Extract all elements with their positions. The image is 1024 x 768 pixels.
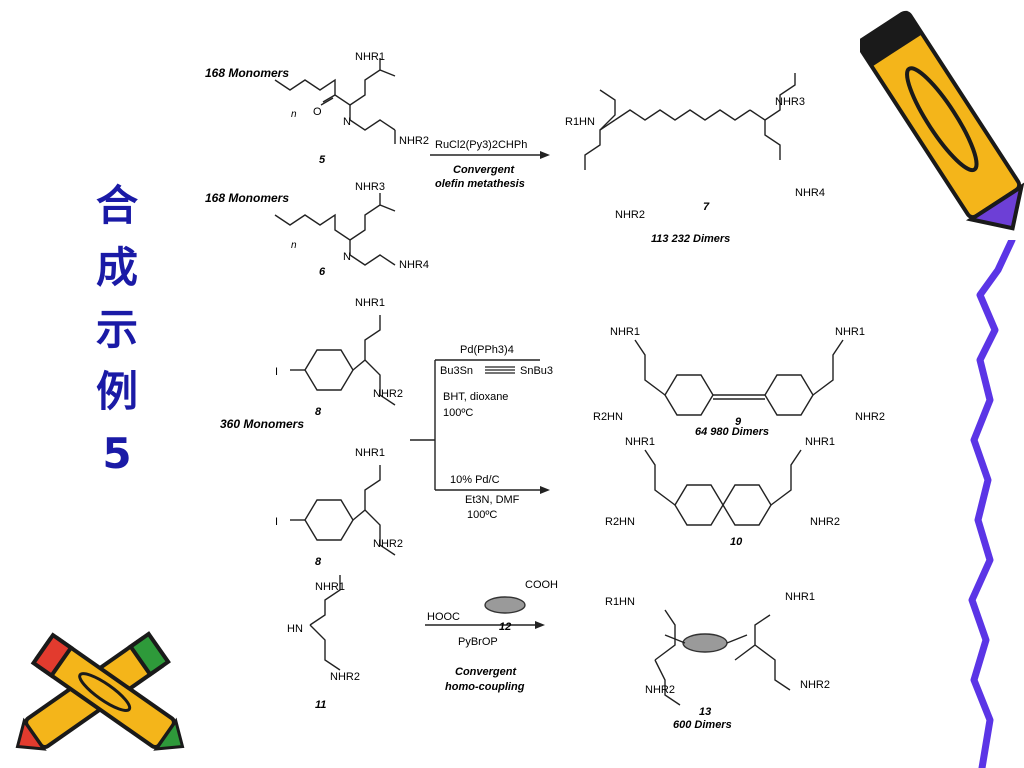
compound-number: 11 <box>315 699 326 711</box>
reagent-label: 100ºC <box>467 509 497 521</box>
monomers-label: 360 Monomers <box>220 417 304 431</box>
reagent-label: PyBrOP <box>458 636 498 648</box>
group-label: R1HN <box>605 596 635 608</box>
group-label: NHR1 <box>785 591 815 603</box>
crossed-pencils-icon <box>15 631 185 751</box>
title-char: 合 <box>95 181 138 230</box>
atom-label: I <box>275 366 278 378</box>
group-label: NHR1 <box>625 436 655 448</box>
group-label: NHR1 <box>355 297 385 309</box>
compound-number: 5 <box>319 154 326 166</box>
group-label: NHR3 <box>775 96 805 108</box>
group-label: NHR2 <box>810 516 840 528</box>
title-char: 例 <box>95 367 138 416</box>
title-char: 示 <box>95 305 138 354</box>
group-label: HN <box>287 623 303 635</box>
title-char: 5 <box>102 429 132 478</box>
compound-number: 8 <box>315 556 322 568</box>
group-label: NHR3 <box>355 181 385 193</box>
reagent-label: RuCl2(Py3)2CHPh <box>435 139 527 151</box>
squiggle-decoration <box>968 240 1016 768</box>
group-label: R2HN <box>593 411 623 423</box>
reagent-label: BHT, dioxane <box>443 391 508 403</box>
group-label: NHR2 <box>645 684 675 696</box>
group-label: NHR2 <box>373 388 403 400</box>
condition-label: homo-coupling <box>445 681 525 693</box>
compound-number: 6 <box>319 266 326 278</box>
group-label: NHR1 <box>610 326 640 338</box>
reagent-label: 100ºC <box>443 407 473 419</box>
group-label: NHR1 <box>355 447 385 459</box>
product-count: 600 Dimers <box>673 719 732 731</box>
title-char: 成 <box>95 243 138 292</box>
subscript-label: n <box>291 109 297 120</box>
group-label: NHR2 <box>330 671 360 683</box>
subscript-label: n <box>291 240 297 251</box>
monomers-label-b: 168 Monomers <box>205 191 289 205</box>
reagent-label: 10% Pd/C <box>450 474 500 486</box>
reagent-label: Pd(PPh3)4 <box>460 344 514 356</box>
condition-label: Convergent <box>453 164 515 176</box>
compound-number: 8 <box>315 406 322 418</box>
reagent-label: Et3N, DMF <box>465 494 520 506</box>
atom-label: N <box>343 116 351 128</box>
condition-label: olefin metathesis <box>435 178 525 190</box>
monomers-label-a: 168 Monomers <box>205 66 289 80</box>
compound-number: 7 <box>703 201 710 213</box>
compound-number: 9 <box>735 416 742 428</box>
group-label: R1HN <box>565 116 595 128</box>
reagent-label: SnBu3 <box>520 365 553 377</box>
group-label: NHR4 <box>795 187 825 199</box>
group-label: NHR1 <box>805 436 835 448</box>
atom-label: I <box>275 516 278 528</box>
group-label: NHR1 <box>835 326 865 338</box>
compound-number: 13 <box>699 706 711 718</box>
product-count: 64 980 Dimers <box>695 426 769 438</box>
reaction-scheme: 168 Monomers NHR1 N O NHR2 n 5 168 Monom… <box>205 51 885 731</box>
group-label: R2HN <box>605 516 635 528</box>
reagent-label: HOOC <box>427 611 460 623</box>
group-label: NHR2 <box>855 411 885 423</box>
pencil-icon <box>860 10 1024 231</box>
reagent-label: COOH <box>525 579 558 591</box>
group-label: NHR1 <box>355 51 385 63</box>
group-label: NHR4 <box>399 259 429 271</box>
group-label: NHR2 <box>800 679 830 691</box>
atom-label: N <box>343 251 351 263</box>
atom-label: O <box>313 106 322 118</box>
group-label: NHR2 <box>399 135 429 147</box>
group-label: NHR2 <box>615 209 645 221</box>
group-label: NHR1 <box>315 581 345 593</box>
product-count: 113 232 Dimers <box>651 233 730 245</box>
condition-label: Convergent <box>455 666 517 678</box>
group-label: NHR2 <box>373 538 403 550</box>
slide-title: 合 成 示 例 5 <box>82 175 152 485</box>
compound-number: 10 <box>730 536 743 548</box>
reagent-label: Bu3Sn <box>440 365 473 377</box>
compound-number: 12 <box>499 621 511 633</box>
